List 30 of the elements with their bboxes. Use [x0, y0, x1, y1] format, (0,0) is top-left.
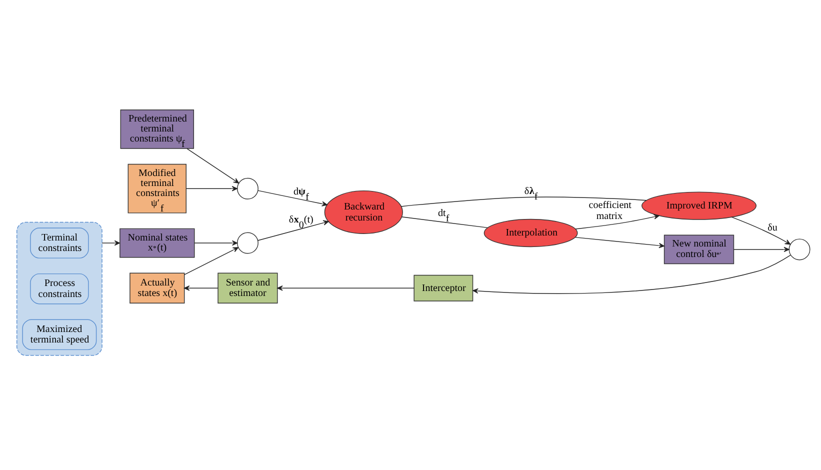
node-box: Sensor and estimator — [218, 272, 278, 303]
arrow — [258, 190, 328, 206]
arrow — [186, 148, 240, 183]
edge-label: coefficient matrix — [588, 200, 632, 222]
node-box: Terminal constraints — [30, 227, 89, 258]
arrow — [731, 216, 791, 244]
node-box: Process constraints — [30, 272, 89, 304]
arrow — [574, 236, 664, 248]
edge-label: δu — [768, 222, 778, 233]
arrow — [184, 285, 218, 290]
node-circle — [236, 177, 258, 199]
connector — [400, 196, 647, 206]
arrow — [257, 220, 329, 240]
node-circle — [788, 238, 810, 260]
arrow — [102, 240, 120, 246]
arrow — [194, 240, 238, 246]
node-ellipse: Backward recursion — [324, 190, 403, 234]
node-circle — [236, 232, 258, 254]
node-box: Maximized terminal speed — [22, 318, 97, 350]
arrow — [575, 214, 660, 229]
arrow — [472, 254, 791, 294]
cluster — [16, 221, 102, 356]
connector — [401, 216, 488, 228]
arrow — [184, 246, 239, 275]
arrow — [733, 246, 790, 252]
node-box: Actually states x(t) — [130, 272, 185, 303]
node-box: Interceptor — [414, 274, 474, 301]
node-ellipse: Interpolation — [484, 218, 578, 247]
arrow — [186, 186, 238, 191]
arrow — [277, 285, 414, 290]
